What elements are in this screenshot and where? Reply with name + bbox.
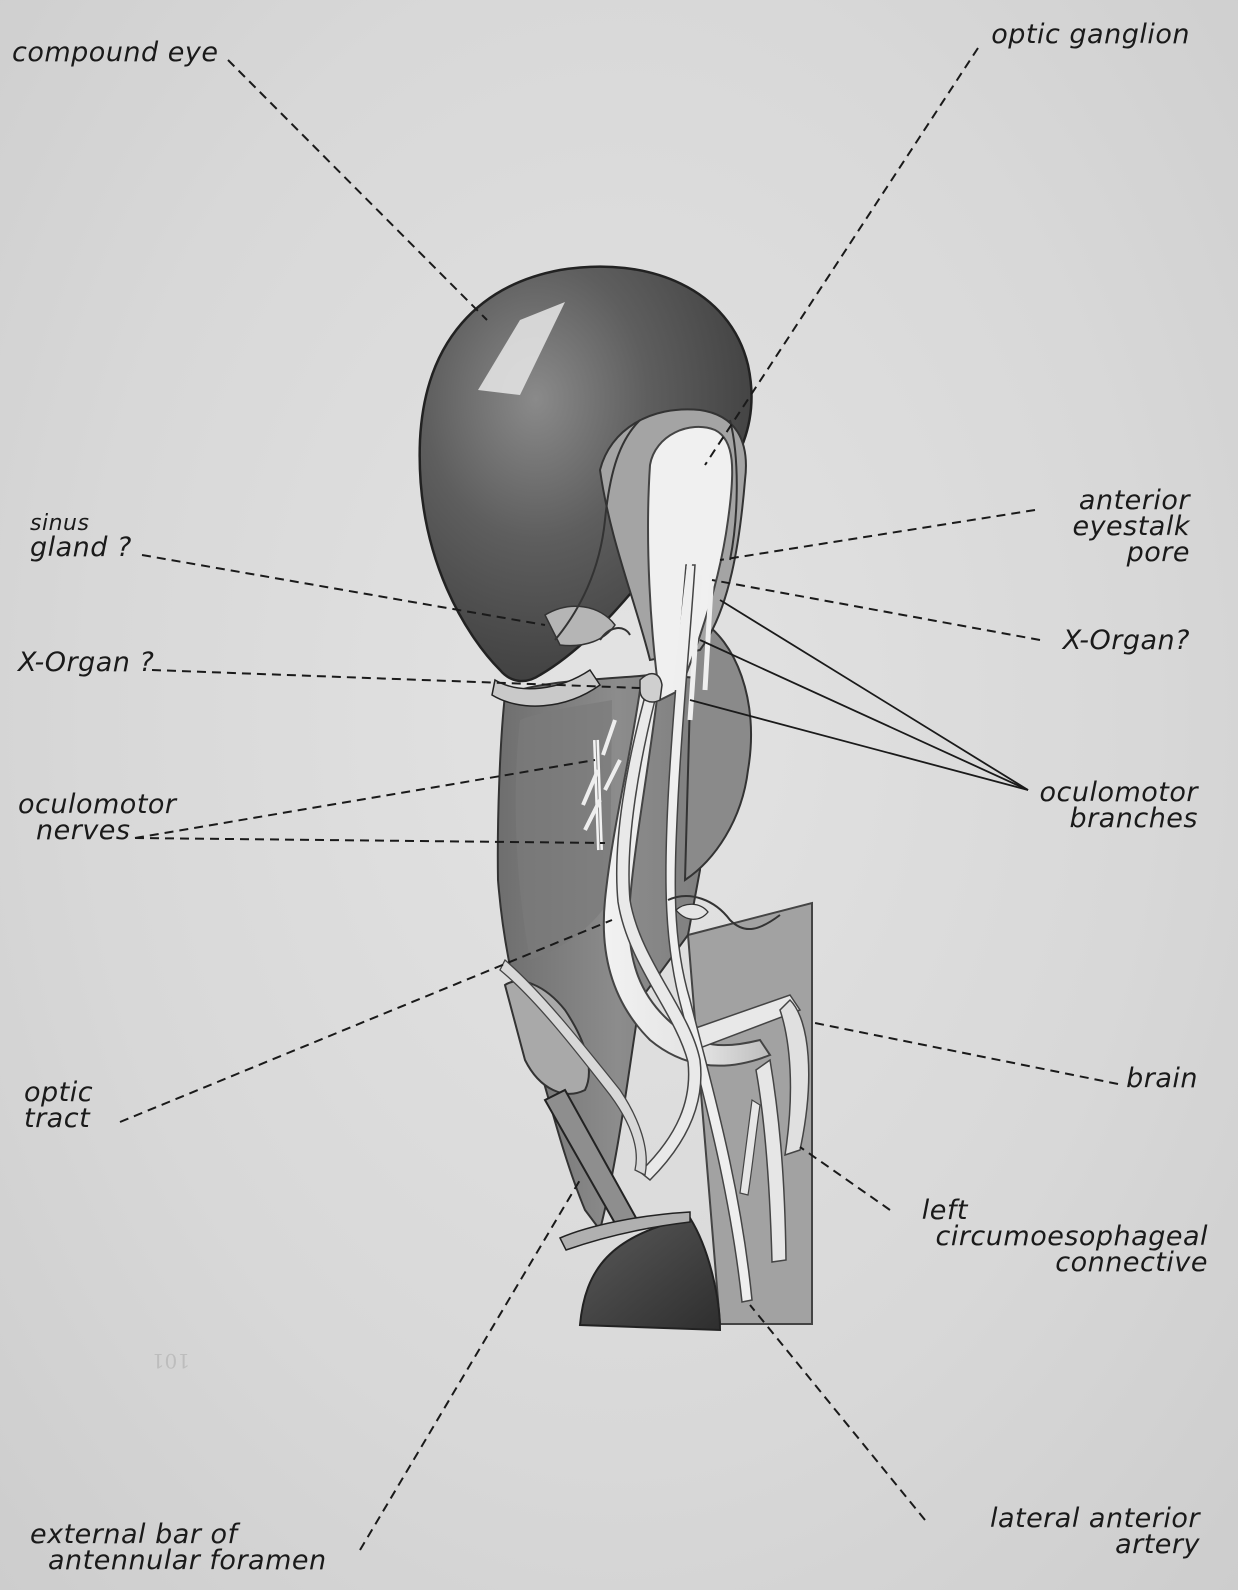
label-left-connective: left circumoesophageal connective	[922, 1198, 1208, 1276]
label-anterior-eyestalk-pore: anterior eyestalk pore	[1072, 488, 1190, 566]
sinus-gland	[545, 606, 630, 645]
leader-left-connective	[800, 1147, 890, 1210]
label-optic-tract: optic tract	[24, 1080, 93, 1132]
leader-oculomotor-branch-2	[720, 600, 1028, 790]
label-x-organ-right: X-Organ?	[1063, 628, 1190, 654]
leader-external-bar	[360, 1180, 580, 1550]
leader-lateral-artery	[750, 1305, 925, 1520]
label-oculomotor-nerves: oculomotor nerves	[18, 792, 177, 844]
leader-anterior-pore	[720, 510, 1035, 560]
leader-brain	[810, 1022, 1118, 1084]
leader-x-organ-right	[712, 580, 1040, 640]
label-brain: brain	[1126, 1066, 1198, 1092]
label-compound-eye: compound eye	[12, 40, 218, 66]
leader-compound-eye	[228, 60, 487, 320]
label-oculomotor-branches: oculomotor branches	[1039, 780, 1198, 832]
label-sinus-gland: sinus gland ?	[30, 512, 132, 560]
label-optic-ganglion: optic ganglion	[991, 22, 1190, 48]
label-external-bar: external bar of antennular foramen	[30, 1522, 327, 1574]
label-lateral-anterior-artery: lateral anterior artery	[990, 1506, 1200, 1558]
page-number: 101	[152, 1349, 190, 1373]
leader-optic-ganglion	[705, 48, 978, 465]
label-x-organ-left: X-Organ ?	[18, 650, 154, 676]
